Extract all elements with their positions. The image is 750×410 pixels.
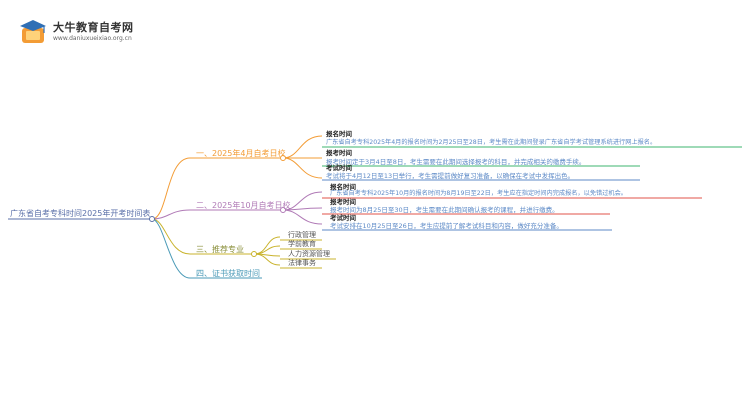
graduation-cap-book-icon: [20, 20, 46, 43]
connector-branch-2: [151, 209, 191, 220]
major-item: 行政管理: [288, 231, 316, 239]
leaf-october-apply-title: 报考时间: [330, 198, 356, 206]
major-item: 法律事务: [288, 259, 316, 267]
branch-october-exam: 二、2025年10月自考日校: [196, 201, 291, 210]
leaf-april-exam-text: 考试将于4月12日至13日举行，考生需提前做好复习准备，以确保在考试中发挥出色。: [326, 172, 575, 180]
leaf-october-exam-title: 考试时间: [330, 214, 356, 222]
leaf-october-apply-text: 报考时间为8月25日至30日，考生需要在此期间确认报考的课程，并进行缴费。: [330, 206, 559, 214]
branch-recommended-majors: 三、推荐专业: [196, 245, 244, 254]
leaf-april-apply-text: 报考时间定于3月4日至8日，考生需要在此期间选择报考的科目，并完成相关的缴费手续…: [326, 158, 586, 166]
leaf-april-registration-title: 报名时间: [326, 130, 352, 138]
brand-name: 大牛教育自考网: [53, 21, 134, 34]
leaf-april-apply-title: 报考时间: [326, 149, 352, 157]
root-node: 广东省自考专科时间2025年开考时间表: [10, 209, 151, 218]
brand-url: www.daniuxueixiao.org.cn: [53, 35, 132, 42]
connector-branch-4: [151, 218, 191, 279]
logo: 大牛教育自考网 www.daniuxueixiao.org.cn: [18, 16, 133, 48]
leaf-october-registration-text: 广东省自考专科2025年10月的报名时间为8月19日至22日，考生应在指定时间内…: [330, 190, 627, 197]
branch-certificate-time: 四、证书获取时间: [196, 269, 260, 278]
branch-april-exam: 一、2025年4月自考日校: [196, 149, 286, 158]
leaf-april-exam-title: 考试时间: [326, 164, 352, 172]
leaf-april-registration-text: 广东省自考专科2025年4月的报名时间为2月25日至28日，考生需在此期间登录广…: [326, 139, 657, 146]
major-item: 学前教育: [288, 240, 316, 248]
connector-branch-3: [151, 218, 191, 255]
leaf-october-exam-text: 考试安排在10月25日至26日，考生应提前了解考试科目和内容，做好充分准备。: [330, 222, 563, 230]
leaf-october-registration-title: 报名时间: [330, 183, 356, 191]
major-item: 人力资源管理: [288, 250, 330, 258]
connector-branch-1: [151, 157, 191, 220]
